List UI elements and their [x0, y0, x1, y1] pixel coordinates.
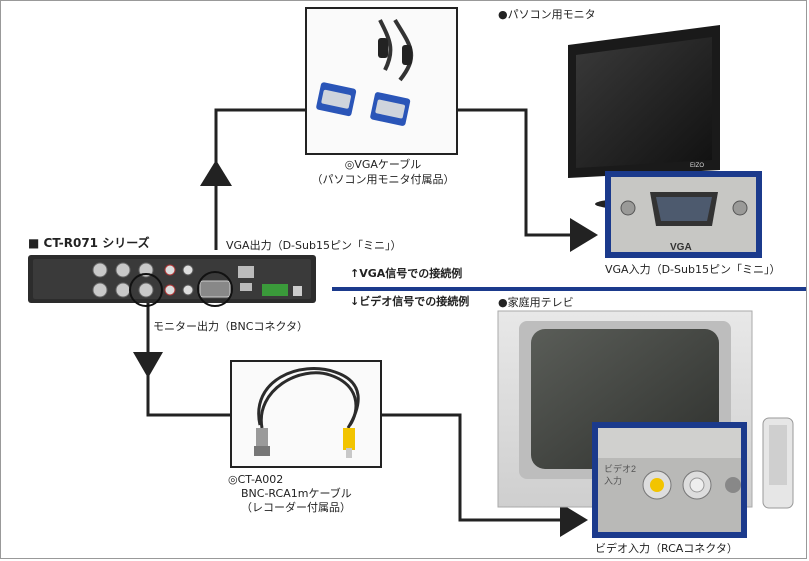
- bnc-rca-cable-image: [254, 367, 360, 458]
- video-input-panel: [592, 422, 747, 538]
- video-cable-label-1: ◎CT-A002: [228, 473, 284, 486]
- vga-output-label: VGA出力（D-Sub15ピン「ミニ」）: [226, 239, 402, 252]
- vga-up-arrow: [200, 160, 232, 186]
- vga-cable-box: [305, 7, 458, 155]
- vga-cable-label-1: ◎VGAケーブル: [344, 158, 422, 171]
- recorder-title: ■ CT-R071 シリーズ: [28, 236, 150, 250]
- video-connection-line: [146, 300, 565, 522]
- monitor-brand: EIZO: [690, 163, 704, 169]
- vga-input-panel: [605, 171, 762, 258]
- remote-control: [762, 417, 794, 509]
- video-cable-box: [230, 360, 382, 468]
- video-cable-label-2: BNC-RCA1mケーブル: [241, 487, 352, 500]
- video-panel-text-1: ビデオ2: [604, 463, 636, 474]
- video-right-arrow: [560, 503, 588, 537]
- section-divider: [332, 287, 806, 291]
- vga-cable-image: [316, 18, 414, 126]
- pc-monitor-title: ●パソコン用モニタ: [498, 8, 596, 21]
- vga-panel-text: VGA: [670, 242, 692, 253]
- tv-title: ●家庭用テレビ: [498, 296, 574, 309]
- video-down-arrow: [133, 352, 163, 378]
- vga-input-label: VGA入力（D-Sub15ピン「ミニ」）: [605, 263, 781, 276]
- vga-connection-line: [214, 108, 575, 250]
- video-cable-label-3: （レコーダー付属品）: [241, 501, 351, 514]
- recorder-device: [28, 255, 316, 307]
- monitor-output-label: モニター出力（BNCコネクタ）: [153, 320, 309, 333]
- vga-cable-label-2: （パソコン用モニタ付属品）: [311, 173, 455, 186]
- video-input-label: ビデオ入力（RCAコネクタ）: [595, 542, 738, 555]
- vga-example-label: ↑VGA信号での接続例: [350, 267, 463, 280]
- vga-right-arrow: [570, 218, 598, 252]
- video-example-label: ↓ビデオ信号での接続例: [350, 295, 470, 308]
- video-panel-text-2: 入力: [604, 475, 622, 486]
